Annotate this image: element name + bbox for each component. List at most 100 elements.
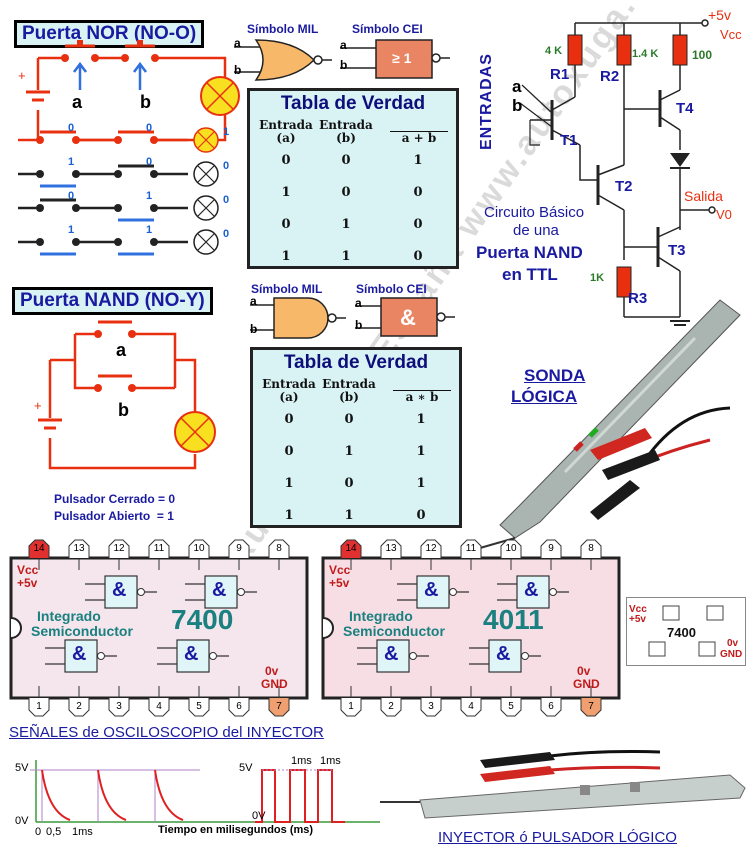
chip-gnd: GND: [261, 677, 288, 691]
nor-table-cell: 0: [413, 249, 423, 264]
scope-y-5v: 5V: [15, 762, 29, 774]
chip-gnd-volt: 0v: [265, 664, 279, 678]
pin-label-bottom: 3: [116, 701, 122, 712]
ttl-vcc-value: +5v: [708, 7, 731, 23]
ttl-t3: T3: [668, 242, 686, 259]
nor-title: Puerta NOR (NO-O): [14, 20, 205, 48]
nor-mil-label: Símbolo MIL: [247, 22, 319, 36]
nor-switch-b-label: b: [140, 92, 151, 112]
nand-cei-symbol: [355, 297, 455, 337]
pin-label-bottom: 5: [508, 701, 514, 712]
scope-pulse-2: 1ms: [320, 755, 341, 767]
nor-state-b: 0: [146, 122, 153, 134]
scope-title[interactable]: SEÑALES de OSCILOSCOPIO del INYECTOR: [9, 724, 324, 741]
nand-legend-open: Pulsador Abierto = 1: [54, 509, 174, 523]
pin-label-top: 14: [33, 543, 45, 554]
ttl-r2: R2: [600, 68, 620, 85]
nor-state-row: [18, 229, 219, 256]
pin-label-top: 14: [345, 543, 357, 554]
gate-and-symbol: &: [424, 579, 439, 601]
gate-and-symbol: &: [524, 579, 539, 601]
ttl-entradas: ENTRADAS: [478, 53, 495, 150]
injector-title[interactable]: INYECTOR ó PULSADOR LÓGICO: [438, 829, 677, 846]
ttl-r4-value: 100: [692, 48, 713, 62]
mini-chip-vcc-volt: +5v: [629, 614, 646, 625]
chip-vcc: Vcc: [17, 563, 39, 577]
mini-chip-gnd-volt: 0v: [727, 638, 739, 649]
svg-text:+: +: [18, 68, 26, 83]
chip-desc-1: Integrado: [37, 608, 101, 624]
nor-mil-symbol: [234, 39, 332, 81]
gate-and-symbol: &: [384, 643, 399, 665]
ttl-caption-3: Puerta NAND: [476, 243, 583, 262]
scope-x-0: 0: [35, 826, 42, 838]
scope-right-5v: 5V: [239, 762, 253, 774]
nand-table-cell: 1: [344, 444, 354, 459]
gate-and-symbol: &: [496, 643, 511, 665]
nor-state-out: 0: [223, 228, 230, 240]
nor-switch-a-label: a: [72, 92, 83, 112]
nand-truth-table: Tabla de Verdad Entrada (a)Entrada (b)a …: [250, 347, 462, 528]
mini-chip-gates: [648, 605, 724, 657]
probe-title-2: LÓGICA: [511, 387, 578, 406]
nor-state-b: 1: [146, 224, 153, 236]
pin-label-top: 12: [113, 543, 125, 554]
nand-title: Puerta NAND (NO-Y): [12, 287, 213, 315]
nand-cei-input-b: b: [355, 318, 363, 332]
nor-cei-input-a: a: [340, 38, 347, 52]
nand-cei-label: Símbolo CEI: [356, 282, 427, 296]
nand-table-cell: 1: [284, 476, 294, 491]
nand-mil-input-b: b: [250, 322, 258, 336]
nor-state-out: 0: [223, 194, 230, 206]
nand-table-header: Entrada (b): [322, 377, 376, 404]
nand-switch-b-label: b: [118, 400, 129, 420]
ttl-t4: T4: [676, 100, 694, 117]
chip-vcc: Vcc: [329, 563, 351, 577]
pin-label-bottom: 1: [348, 701, 354, 712]
ttl-vout: V0: [716, 207, 732, 222]
nand-table-cell: 0: [284, 412, 294, 427]
pin-label-top: 11: [153, 543, 165, 554]
nor-state-a: 1: [68, 224, 75, 236]
pin-label-top: 8: [276, 543, 282, 554]
ttl-salida: Salida: [684, 188, 723, 204]
nor-state-b: 0: [146, 156, 153, 168]
logic-injector-image: [380, 750, 746, 819]
chip-desc-2: Semiconductor: [31, 623, 133, 639]
pin-label-bottom: 7: [588, 701, 594, 712]
nor-state-row: [18, 195, 219, 222]
pin-label-bottom: 6: [236, 701, 242, 712]
nor-state-rows: [18, 127, 219, 256]
nor-table-header: a + b: [390, 131, 448, 145]
nand-table-header: a ∗ b: [393, 390, 451, 404]
gate-and-symbol: &: [72, 643, 87, 665]
nor-table-header: Entrada (b): [319, 118, 373, 145]
nor-state-a: 0: [68, 190, 75, 202]
probe-title-1: SONDA: [524, 366, 586, 385]
pin-label-bottom: 4: [468, 701, 474, 712]
nand-circuit: +: [34, 320, 216, 470]
nand-legend-closed: Pulsador Cerrado = 0: [54, 492, 176, 506]
nand-table-cell: 1: [344, 508, 354, 523]
nand-mil-input-a: a: [250, 294, 257, 308]
nand-table-cell: 0: [344, 412, 354, 427]
nor-table-cell: 1: [341, 217, 351, 232]
scope-x-05: 0,5: [46, 826, 62, 838]
nor-cei-text: ≥ 1: [392, 50, 412, 66]
gate-and-symbol: &: [112, 579, 127, 601]
pin-label-bottom: 3: [428, 701, 434, 712]
scope-x-axis-label: Tiempo en milisegundos (ms): [158, 824, 314, 836]
pin-label-top: 10: [505, 543, 517, 554]
nor-table-cell: 0: [341, 153, 351, 168]
nor-mil-input-a: a: [234, 36, 241, 50]
ic-chip-body: [9, 539, 309, 717]
nor-state-out: 1: [223, 126, 230, 138]
nor-table-cell: 0: [281, 217, 291, 232]
pin-label-top: 11: [465, 543, 477, 554]
nor-table-cell: 0: [413, 185, 423, 200]
pin-label-bottom: 2: [388, 701, 394, 712]
nor-state-b: 1: [146, 190, 153, 202]
nand-table-cell: 1: [284, 508, 294, 523]
ttl-input-a: a: [512, 77, 522, 96]
